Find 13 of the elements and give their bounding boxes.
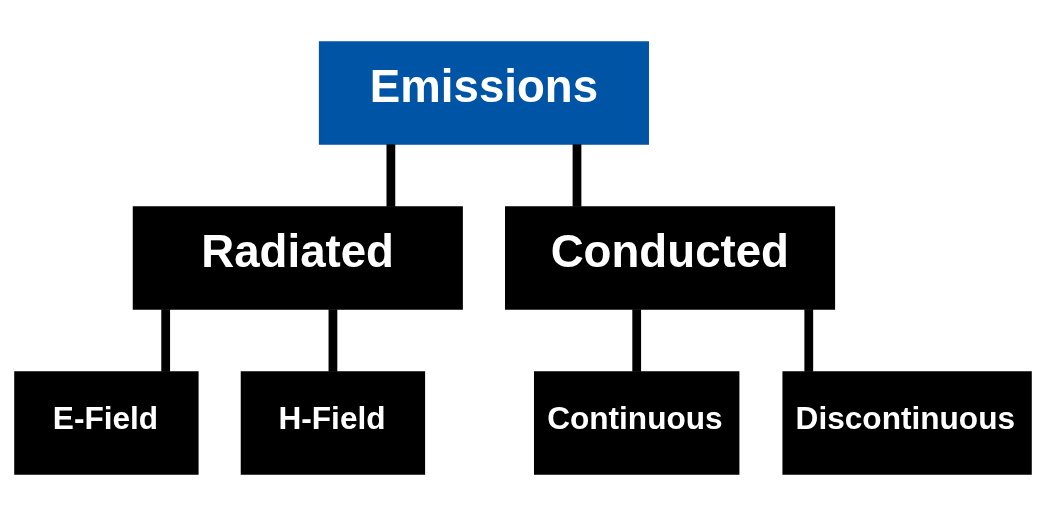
connector: [386, 144, 396, 207]
connector: [572, 144, 582, 207]
node-box: Emissions: [318, 41, 649, 145]
node-box: Continuous: [533, 371, 740, 475]
node-box: Radiated: [132, 206, 463, 310]
node-box: E-Field: [14, 371, 199, 475]
connector: [632, 309, 642, 372]
node-box: H-Field: [240, 371, 426, 475]
node-box: Conducted: [505, 206, 836, 310]
node-box: Discontinuous: [782, 371, 1032, 475]
connector: [161, 309, 171, 372]
connector: [804, 309, 814, 372]
connector: [328, 309, 338, 372]
